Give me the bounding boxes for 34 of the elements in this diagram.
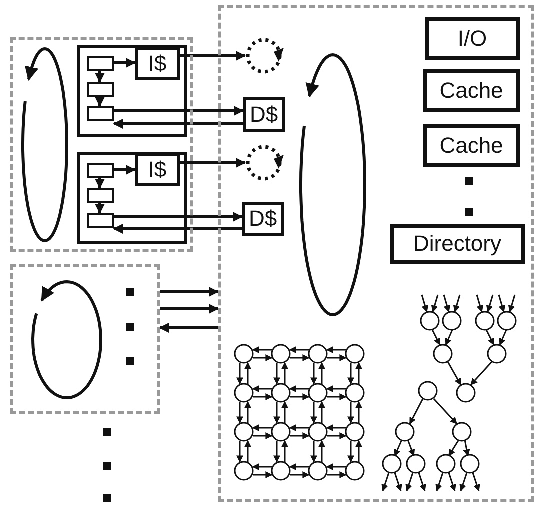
directory-box: Directory	[390, 224, 525, 264]
arrow	[95, 178, 105, 189]
pipeline-stage-box	[87, 188, 114, 203]
arrow	[160, 304, 219, 314]
io-box: I/O	[425, 17, 520, 60]
pipeline-stage-box	[87, 82, 114, 97]
pipeline-stage-box	[87, 163, 114, 178]
arrow	[159, 323, 218, 333]
core-box	[77, 152, 187, 244]
pipeline-stage-box	[87, 213, 114, 228]
dashed-group-box	[10, 37, 193, 252]
pipeline-stage-box	[87, 56, 114, 71]
arrow	[114, 106, 244, 116]
cache-box: Cache	[423, 69, 520, 112]
arrow	[160, 287, 219, 297]
pipeline-stage-box	[87, 106, 114, 121]
cache-box: I$	[135, 153, 180, 186]
arrow	[113, 119, 243, 129]
arrow	[95, 203, 105, 214]
dotted-circle	[245, 36, 285, 76]
arrow	[180, 51, 246, 61]
arrow	[95, 97, 105, 107]
cache-box: I$	[135, 47, 180, 80]
arrow	[114, 212, 243, 222]
arrow	[113, 224, 242, 234]
cache-box: D$	[242, 202, 284, 236]
arrow	[114, 58, 136, 68]
cache-box: D$	[243, 97, 285, 132]
cache-box: Cache	[423, 124, 520, 167]
arrow	[180, 158, 246, 168]
dotted-circle	[245, 143, 285, 183]
core-box	[77, 45, 187, 137]
arrow	[114, 165, 136, 175]
arrow	[95, 71, 105, 83]
